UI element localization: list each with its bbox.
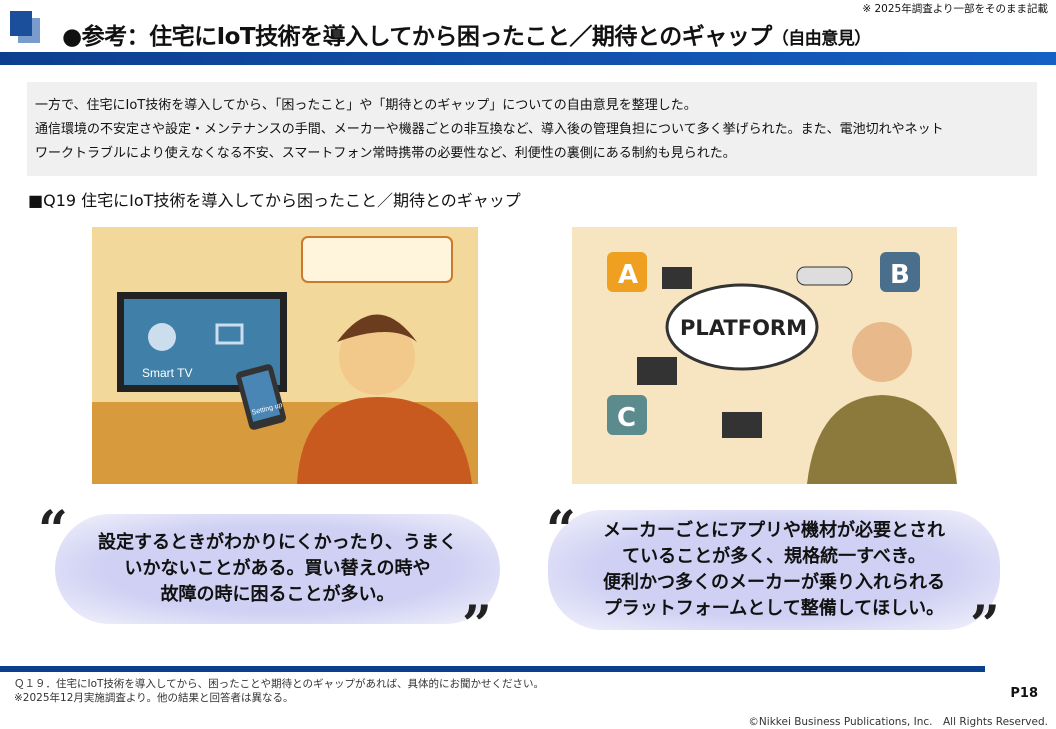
summary-line: 通信環境の不安定さや設定・メンテナンスの手間、メーカーや機器ごとの非互換など、導… (35, 122, 944, 137)
quote-line: 故障の時に困ることが多い。 (160, 584, 395, 605)
quote-bubble: 設定するときがわかりにくかったり、うまくいかないことがある。買い替えの時や故障の… (55, 514, 500, 624)
quote-line: 便利かつ多くのメーカーが乗り入れられる (603, 572, 945, 593)
quote-line: プラットフォームとして整備してほしい。 (603, 598, 945, 619)
header-band (0, 52, 1056, 65)
tv-label: Smart TV (142, 366, 192, 380)
title-square-icon (10, 11, 32, 36)
illustration-smart-tv: Smart TV Setting up (92, 227, 478, 484)
close-quote-icon: ” (462, 595, 492, 656)
title-suffix: （自由意見） (771, 29, 872, 49)
question-heading: ■Q19 住宅にIoT技術を導入してから困ったこと／期待とのギャップ (28, 191, 521, 210)
quote-line: ていることが多く、規格統一すべき。 (622, 546, 926, 567)
label-b: B (890, 260, 910, 290)
close-quote-icon: ” (970, 595, 1000, 656)
label-c: C (617, 403, 636, 433)
page-title: ●参考：住宅にIoT技術を導入してから困ったこと／期待とのギャップ（自由意見） (62, 17, 871, 51)
label-a: A (618, 260, 638, 290)
quote-line: メーカーごとにアプリや機材が必要とされ (603, 520, 945, 541)
summary-line: ワークトラブルにより使えなくなる不安、スマートフォン常時携帯の必要性など、利便性… (35, 146, 736, 161)
copyright: ©Nikkei Business Publications, Inc. All … (748, 716, 1048, 728)
footer-notes: Ｑ１９．住宅にIoT技術を導入してから、困ったことや期待とのギャップがあれば、具… (14, 677, 544, 705)
quote-line: 設定するときがわかりにくかったり、うまく (98, 532, 457, 553)
page-number: P18 (1010, 686, 1038, 701)
open-quote-icon: “ (38, 500, 68, 561)
footer-band (0, 666, 985, 672)
footer-line: Ｑ１９．住宅にIoT技術を導入してから、困ったことや期待とのギャップがあれば、具… (14, 678, 545, 690)
quote-bubble: メーカーごとにアプリや機材が必要とされていることが多く、規格統一すべき。便利かつ… (548, 510, 1000, 630)
survey-note: ※ 2025年調査より一部をそのまま記載 (862, 3, 1048, 15)
illustration-platform: A B C PLATFORM (572, 227, 957, 484)
platform-label: PLATFORM (680, 316, 807, 340)
summary-box: 一方で、住宅にIoT技術を導入してから、「困ったこと」や「期待とのギャップ」につ… (27, 82, 1037, 176)
footer-line: ※2025年12月実施調査より。他の結果と回答者は異なる。 (14, 692, 294, 704)
summary-line: 一方で、住宅にIoT技術を導入してから、「困ったこと」や「期待とのギャップ」につ… (35, 98, 697, 113)
open-quote-icon: “ (546, 500, 576, 561)
title-main: ●参考：住宅にIoT技術を導入してから困ったこと／期待とのギャップ (62, 24, 772, 50)
quote-line: いかないことがある。買い替えの時や (124, 558, 431, 579)
